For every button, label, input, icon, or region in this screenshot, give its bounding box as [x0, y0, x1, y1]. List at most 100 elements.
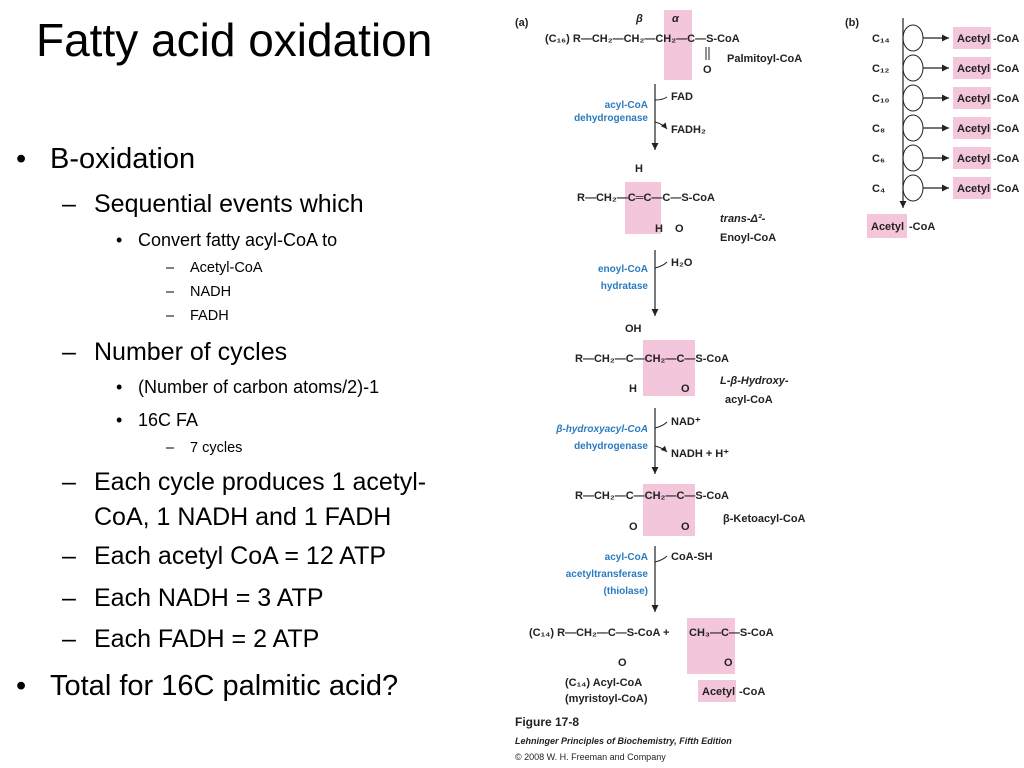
- panel-b-acetyl-box: [953, 177, 991, 199]
- keto-oxygen-2: O: [681, 521, 690, 533]
- palmitoyl-name: Palmitoyl-CoA: [727, 53, 802, 65]
- hydroxy-h: H: [629, 383, 637, 395]
- hydroxy-highlight: [643, 340, 695, 396]
- cycle-loop: [902, 54, 924, 82]
- bullet-16c-fa: 16C FA: [138, 410, 199, 430]
- enoyl-chain: R—CH₂—C═C—C—S-CoA: [577, 192, 715, 204]
- bullet-each-cycle-line2: CoA, 1 NADH and 1 FADH: [94, 503, 392, 531]
- panel-b-carbon-label: C₁₄: [872, 33, 890, 45]
- bullet-formula: (Number of carbon atoms/2)-1: [138, 377, 380, 397]
- palmitoyl-chain: (C₁₆) R—CH₂—CH₂—CH₂—C—S-CoA: [545, 33, 740, 45]
- nadh-label: NADH + H⁺: [671, 448, 729, 460]
- bullet-fadh: FADH: [190, 308, 229, 324]
- panel-a-label: (a): [515, 17, 529, 29]
- fad-label: FAD: [671, 91, 693, 103]
- panel-b-carbon-label: C₁₀: [872, 93, 889, 105]
- acetyl-box: [698, 680, 736, 702]
- beta-oxidation-figure: (a) β α (C₁₆) R—CH₂—CH₂—CH₂—C—S-CoA O Pa…: [515, 10, 1019, 762]
- panel-b-acetyl-box: [953, 147, 991, 169]
- cycle-loop: [902, 24, 924, 52]
- acetyl-oxygen: O: [724, 657, 733, 669]
- enzyme-acyl-coa-dehydrogenase-line2: dehydrogenase: [574, 113, 648, 124]
- hydroxy-oxygen: O: [681, 383, 690, 395]
- caption-book: Lehninger Principles of Biochemistry, Fi…: [515, 736, 732, 746]
- panel-b-acetyl-box: [953, 27, 991, 49]
- bullet-marker: –: [62, 625, 76, 653]
- bullet-marker: –: [166, 260, 175, 276]
- acetyl-suffix: -CoA: [739, 686, 765, 698]
- enzyme-enoyl-coa-hydratase: enoyl-CoA: [598, 264, 648, 275]
- h2o-label: H₂O: [671, 257, 693, 269]
- panel-b-acetyl: Acetyl: [957, 183, 990, 195]
- product-oxygen: O: [618, 657, 627, 669]
- panel-b-acetyl: Acetyl: [957, 33, 990, 45]
- keto-chain: R—CH₂—C—CH₂—C—S-CoA: [575, 490, 729, 502]
- bullet-marker: –: [166, 308, 175, 324]
- enoyl-h-top: H: [635, 163, 643, 175]
- enzyme-hydroxyacyl-coa-dehydrogenase: β-hydroxyacyl-CoA: [555, 424, 648, 435]
- nad-label: NAD⁺: [671, 416, 701, 428]
- product-chain: (C₁₄) R—CH₂—C—S-CoA +: [529, 627, 669, 639]
- cofactor-arc: [654, 121, 668, 130]
- panel-b-acetyl-box: [953, 57, 991, 79]
- panel-b-final-suffix: -CoA: [909, 221, 935, 233]
- panel-b-final-box: [867, 214, 907, 238]
- enoyl-highlight: [625, 182, 661, 234]
- hydroxy-oh: OH: [625, 323, 642, 335]
- enoyl-h-bottom: H: [655, 223, 663, 235]
- enoyl-name-line1: trans-Δ²-: [720, 213, 766, 225]
- cycle-loop: [902, 84, 924, 112]
- bullet-marker: –: [62, 542, 76, 570]
- bullet-marker: •: [116, 410, 123, 430]
- panel-b-acetyl: Acetyl: [957, 93, 990, 105]
- panel-b-acetyl: Acetyl: [957, 63, 990, 75]
- caption-copyright: © 2008 W. H. Freeman and Company: [515, 752, 666, 762]
- bullet-marker: •: [16, 670, 27, 702]
- alpha-label: α: [672, 13, 680, 25]
- enzyme-thiolase-line2: acetyltransferase: [566, 569, 649, 580]
- acetyl-chain: CH₃—C—S-CoA: [689, 627, 774, 639]
- bullet-total-question: Total for 16C palmitic acid?: [50, 670, 399, 702]
- bullet-marker: •: [116, 377, 123, 397]
- panel-b-acetyl-suffix: -CoA: [993, 153, 1019, 165]
- bullet-marker: •: [116, 230, 123, 250]
- cycle-loop: [902, 144, 924, 172]
- bullet-marker: –: [166, 440, 175, 456]
- coash-label: CoA-SH: [671, 551, 713, 563]
- bullet-convert: Convert fatty acyl-CoA to: [138, 230, 338, 250]
- enoyl-name-line2: Enoyl-CoA: [720, 232, 776, 244]
- hydroxy-chain: R—CH₂—C—CH₂—C—S-CoA: [575, 353, 729, 365]
- acylcoa-name-line1: (C₁₄) Acyl-CoA: [565, 677, 642, 689]
- bullet-acetyl-atp: Each acetyl CoA = 12 ATP: [94, 542, 387, 570]
- enoyl-oxygen: O: [675, 223, 684, 235]
- keto-name: β-Ketoacyl-CoA: [723, 513, 806, 525]
- bullet-fadh-atp: Each FADH = 2 ATP: [94, 625, 320, 653]
- cofactor-arc: [654, 555, 668, 563]
- carbonyl-oxygen: O: [703, 64, 712, 76]
- fadh2-label: FADH₂: [671, 124, 706, 136]
- cofactor-arc: [654, 96, 668, 101]
- hydroxy-name-line1: L-β-Hydroxy-: [720, 375, 789, 387]
- acylcoa-name-line2: (myristoyl-CoA): [565, 693, 648, 705]
- cycle-loop: [902, 114, 924, 142]
- panel-b-acetyl-suffix: -CoA: [993, 183, 1019, 195]
- panel-b-acetyl-suffix: -CoA: [993, 123, 1019, 135]
- panel-b-acetyl-suffix: -CoA: [993, 33, 1019, 45]
- enzyme-enoyl-coa-hydratase-line2: hydratase: [601, 281, 649, 292]
- panel-b-acetyl-suffix: -CoA: [993, 63, 1019, 75]
- enzyme-thiolase-line3: (thiolase): [604, 586, 648, 597]
- bullet-marker: –: [62, 584, 76, 612]
- bullet-marker: –: [62, 338, 76, 366]
- panel-b-acetyl-suffix: -CoA: [993, 93, 1019, 105]
- bullet-marker: –: [62, 190, 76, 218]
- bullet-acetyl-coa: Acetyl-CoA: [190, 260, 263, 276]
- cofactor-arc: [654, 445, 668, 453]
- panel-b-acetyl-box: [953, 117, 991, 139]
- bullet-marker: –: [166, 284, 175, 300]
- bullet-nadh-atp: Each NADH = 3 ATP: [94, 584, 324, 612]
- acetyl-word: Acetyl: [702, 686, 735, 698]
- enzyme-acyl-coa-dehydrogenase: acyl-CoA: [605, 100, 648, 111]
- panel-b-carbon-label: C₁₂: [872, 63, 889, 75]
- bullet-marker: •: [16, 143, 27, 175]
